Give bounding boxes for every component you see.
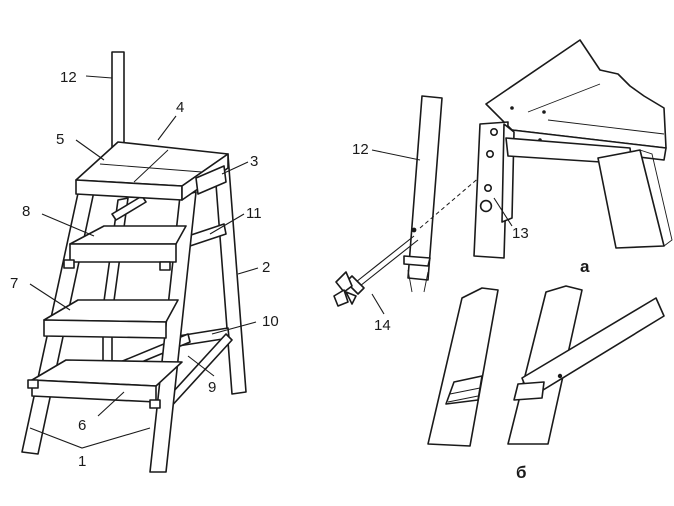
- callout-13: 13: [512, 225, 529, 242]
- callout-8: 8: [22, 203, 30, 220]
- panel-a-hinge-detail: [473, 39, 673, 259]
- callout-1: 1: [78, 453, 86, 470]
- callout-7: 7: [10, 275, 18, 292]
- panel-label-b: б: [516, 463, 527, 482]
- callout-10: 10: [262, 313, 279, 330]
- callout-11: 11: [246, 205, 262, 222]
- support-pole: [111, 51, 125, 153]
- panel-b-joint-detail: [427, 285, 665, 447]
- callout-12: 12: [60, 69, 77, 86]
- leader-lines: [29, 75, 513, 449]
- pole-detail: [333, 95, 489, 307]
- callout-14: 14: [374, 317, 391, 334]
- callout-labels: 12 4 5 3 11 2 8 7 10 9 6 1 12 13 14 а б: [10, 69, 590, 482]
- callout-9: 9: [208, 379, 216, 396]
- callout-5: 5: [56, 131, 64, 148]
- panel-label-a: а: [580, 257, 590, 276]
- top-block: [195, 165, 227, 195]
- stepladder-assembly: [21, 51, 247, 473]
- bolt: [355, 235, 415, 283]
- callout-12-detail: 12: [352, 141, 369, 158]
- callout-6: 6: [78, 417, 86, 434]
- callout-4: 4: [176, 99, 184, 116]
- callout-3: 3: [250, 153, 258, 170]
- wing-nut: [335, 271, 353, 293]
- step-upper: [69, 225, 187, 245]
- pole-segment: [407, 95, 443, 281]
- callout-2: 2: [262, 259, 270, 276]
- rear-leg-right: [213, 154, 247, 395]
- panel-b-left-post: [427, 287, 499, 447]
